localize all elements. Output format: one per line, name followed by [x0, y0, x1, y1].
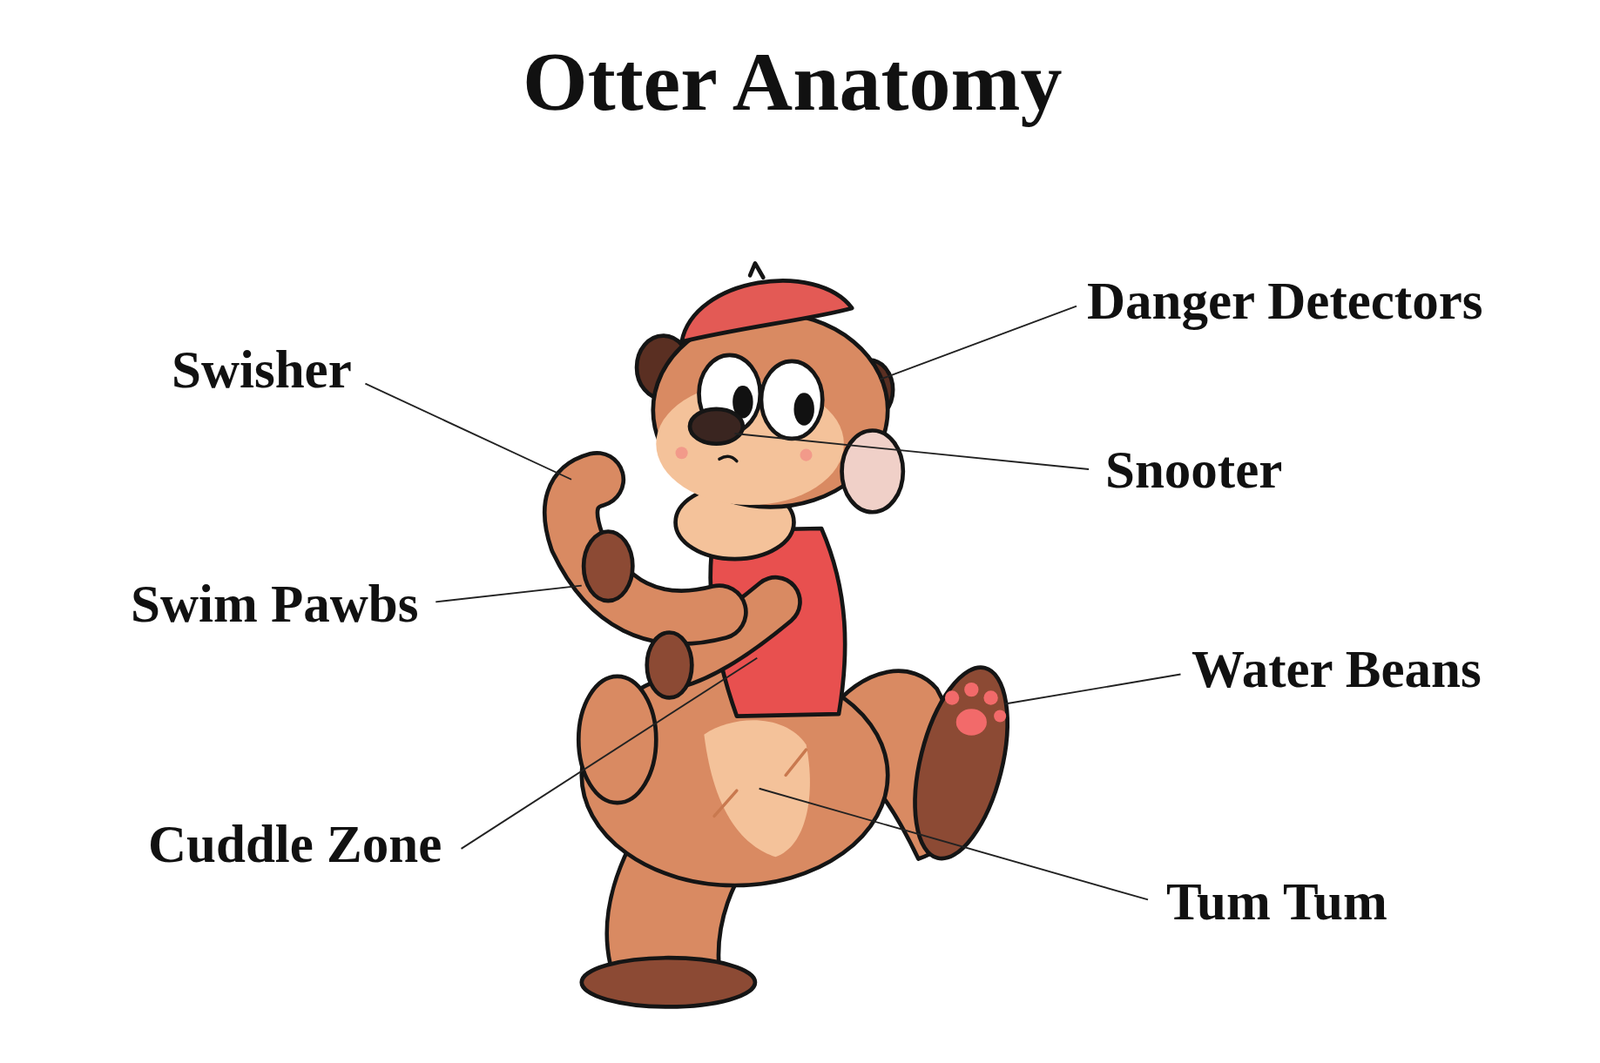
otter-figure-part [719, 456, 737, 461]
otter-figure-part [793, 392, 814, 426]
otter-figure-part [581, 958, 756, 1007]
otter-figure-part [749, 263, 763, 277]
otter-figure-part [956, 708, 987, 736]
leader-lines-part [435, 586, 582, 603]
part-label: Danger Detectors [1086, 271, 1484, 331]
otter-figure-part [842, 431, 904, 514]
otter-figure-part [675, 446, 689, 460]
otter-figure [571, 263, 1026, 1007]
part-label: Swim Pawbs [130, 574, 419, 634]
leader-lines-part [364, 384, 572, 480]
otter-figure-part [897, 658, 1025, 869]
otter-figure-part [647, 632, 693, 698]
otter-figure-part [578, 676, 656, 804]
diagram-title: Otter Anatomy [522, 35, 1062, 129]
leader-lines-part [1005, 675, 1182, 705]
part-label: Snooter [1105, 440, 1283, 500]
leader-lines [364, 306, 1181, 901]
otter-figure-part [689, 409, 743, 445]
otter-figure-part [681, 280, 853, 342]
otter-figure-part [761, 361, 823, 439]
part-label: Water Beans [1191, 640, 1482, 699]
leader-lines-part [461, 658, 758, 850]
leader-lines-part [759, 789, 1148, 901]
otter-figure-part [964, 682, 979, 697]
otter-figure-part [583, 532, 633, 602]
otter-figure-part [945, 690, 959, 705]
otter-figure-part [983, 690, 998, 705]
otter-figure-part [703, 720, 811, 858]
leader-lines-part [735, 433, 1090, 470]
part-label: Swisher [171, 340, 352, 399]
leader-lines-part [879, 306, 1077, 380]
part-label: Cuddle Zone [148, 815, 442, 874]
otter-figure-part [993, 710, 1006, 723]
otter-figure-part [800, 449, 813, 462]
part-label: Tum Tum [1166, 872, 1388, 932]
otter-figure-part [714, 749, 806, 817]
